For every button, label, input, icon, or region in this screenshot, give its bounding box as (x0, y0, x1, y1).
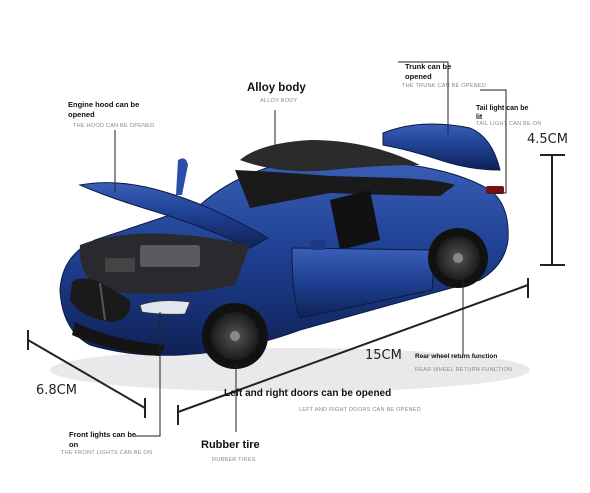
height-dimension-label: 4.5CM (527, 132, 568, 147)
front-wheel (202, 303, 268, 369)
alloy-body-label: Alloy body (247, 82, 306, 94)
engine-block (140, 245, 200, 267)
trunk-lid (382, 123, 501, 171)
rubber-tire-sublabel: RUBBER TIRES (212, 457, 256, 463)
interior-seat (330, 190, 380, 250)
engine-hood-sublabel: THE HOOD CAN BE OPENED (73, 123, 155, 129)
engine-block-detail (105, 258, 135, 272)
front-grille (70, 278, 131, 322)
leader-trunk (398, 61, 449, 135)
doors-sublabel: LEFT AND RIGHT DOORS CAN BE OPENED (299, 407, 421, 413)
front-lights-sublabel: THE FRONT LIGHTS CAN BE ON (61, 450, 153, 456)
engine-hood-label: Engine hood can be opened (68, 100, 140, 119)
car-roof (240, 140, 420, 172)
doors-label: Left and right doors can be opened (224, 388, 392, 399)
rear-wheel-sublabel: REAR WHEEL RETURN FUNCTION (415, 367, 513, 373)
hood-flap (176, 158, 188, 195)
alloy-body-sublabel: ALLOY BODY (260, 98, 298, 104)
rubber-tire-label: Rubber tire (201, 439, 260, 451)
rear-wheel-label: Rear wheel return function (415, 353, 498, 360)
leader-tail-light (480, 89, 507, 194)
length-dimension-label: 15CM (365, 348, 402, 363)
side-windows (235, 170, 455, 208)
rear-wheel (428, 228, 488, 288)
trunk-label: Trunk can be opened (405, 62, 452, 81)
width-dimension-line (27, 339, 146, 409)
front-lights-label: Front lights can be on (69, 430, 137, 449)
grille-split (99, 282, 106, 321)
tail-light (486, 186, 504, 194)
engine-hood (78, 182, 270, 249)
width-dimension-label: 6.8CM (36, 383, 77, 398)
trunk-sublabel: THE TRUNK CAN BE OPENED (402, 83, 487, 89)
door-mirror (310, 240, 326, 250)
tail-light-label: Tail light can be lit (476, 105, 529, 121)
car-shadow (50, 348, 530, 392)
leader-front-lights (135, 312, 161, 437)
leader-lines (114, 61, 507, 437)
tail-light-sublabel: TAIL LIGHT CAN BE ON (476, 121, 542, 127)
front-intake (72, 322, 165, 356)
headlight (139, 300, 191, 315)
length-dimension-line (177, 284, 529, 413)
